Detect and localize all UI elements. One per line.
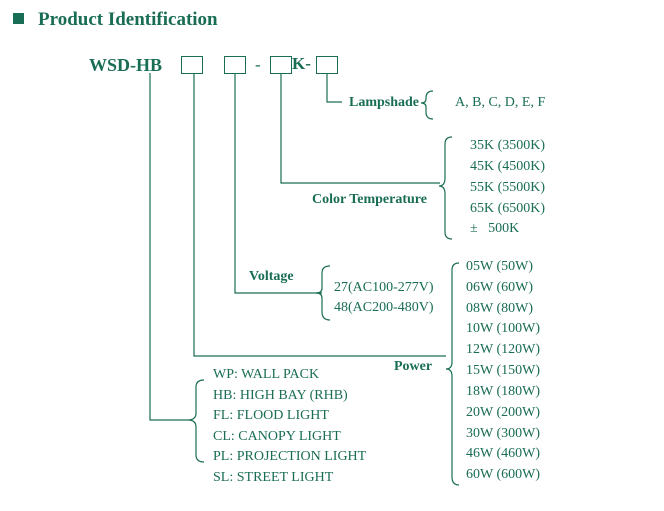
power-option: 05W (50W) bbox=[466, 259, 533, 274]
power-brace bbox=[445, 262, 460, 486]
power-option: 15W (150W) bbox=[466, 363, 540, 378]
power-option: 20W (200W) bbox=[466, 405, 540, 420]
power-option: 18W (180W) bbox=[466, 384, 540, 399]
power-option: 10W (100W) bbox=[466, 321, 540, 336]
lampshade-options: A, B, C, D, E, F bbox=[455, 95, 546, 110]
power-label: Power bbox=[394, 359, 433, 374]
color-temperature-brace bbox=[438, 136, 453, 240]
type-option: PL: PROJECTION LIGHT bbox=[213, 449, 367, 464]
type-option: HB: HIGH BAY (RHB) bbox=[213, 388, 348, 403]
color-temperature-option: 65K (6500K) bbox=[470, 201, 546, 216]
voltage-code-box bbox=[270, 56, 292, 74]
voltage-option: 48(AC200-480V) bbox=[334, 300, 434, 315]
type-connector bbox=[149, 73, 188, 421]
power-option: 08W (80W) bbox=[466, 301, 533, 316]
lampshade-label: Lampshade bbox=[349, 95, 420, 110]
title-square-icon bbox=[13, 13, 24, 24]
model-prefix: WSD-HB bbox=[89, 55, 163, 75]
voltage-brace bbox=[315, 265, 331, 321]
color-temperature-option: 35K (3500K) bbox=[470, 138, 546, 153]
power-option: 46W (460W) bbox=[466, 446, 540, 461]
type-option: FL: FLOOD LIGHT bbox=[213, 408, 329, 423]
lampshade-code-box bbox=[316, 56, 338, 74]
type-option: WP: WALL PACK bbox=[213, 367, 320, 382]
power-option: 12W (120W) bbox=[466, 342, 540, 357]
lampshade-connector bbox=[326, 73, 342, 103]
type-brace bbox=[187, 379, 205, 463]
voltage-connector bbox=[234, 73, 322, 294]
power-option: 06W (60W) bbox=[466, 280, 533, 295]
color-temperature-option: 55K (5500K) bbox=[470, 180, 546, 195]
power-option: 60W (600W) bbox=[466, 467, 540, 482]
power-option: 30W (300W) bbox=[466, 426, 540, 441]
lampshade-brace bbox=[420, 90, 434, 120]
type-option: CL: CANOPY LIGHT bbox=[213, 429, 341, 444]
color-temperature-connector bbox=[280, 73, 440, 184]
color-temperature-option: 45K (4500K) bbox=[470, 159, 546, 174]
type-code-box bbox=[181, 56, 203, 74]
voltage-option: 27(AC100-277V) bbox=[334, 280, 434, 295]
voltage-label: Voltage bbox=[249, 269, 294, 284]
page-title: Product Identification bbox=[38, 9, 218, 30]
power-connector bbox=[193, 73, 446, 357]
color-temperature-option: ± 500K bbox=[470, 221, 520, 236]
type-option: SL: STREET LIGHT bbox=[213, 470, 334, 485]
color-temperature-label: Color Temperature bbox=[312, 192, 427, 207]
power-code-box bbox=[224, 56, 246, 74]
model-dash: - bbox=[255, 55, 261, 74]
model-k-suffix: K- bbox=[292, 54, 311, 73]
